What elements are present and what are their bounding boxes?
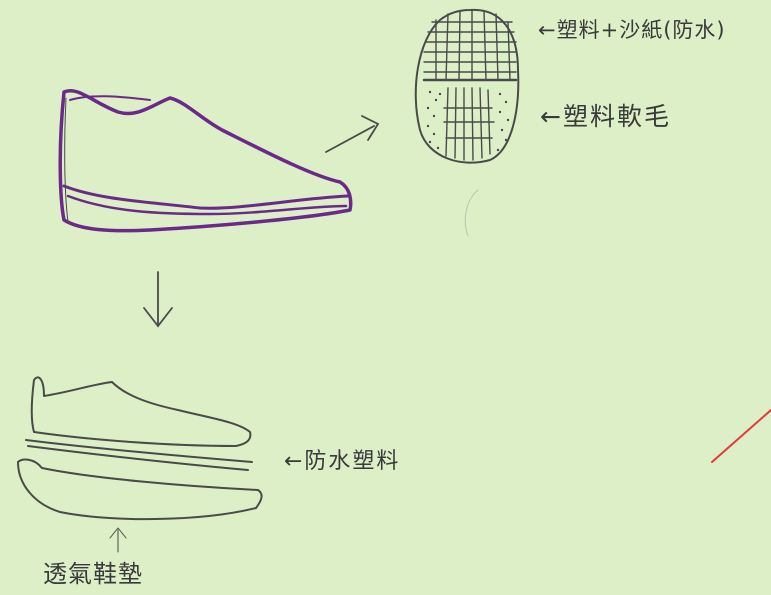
arrow-down [143, 271, 173, 328]
label-plastic-brush: ←塑料軟毛 [540, 102, 671, 131]
sole-sketch [414, 8, 520, 237]
label-waterproof-plastic: ←防水塑料 [284, 449, 401, 474]
shoe-sketch [58, 89, 353, 233]
label-plastic-sandpaper: ←塑料+沙紙(防水) [538, 18, 726, 42]
layers-sketch [17, 376, 263, 553]
arrow-to-sole [325, 115, 380, 153]
label-breathable-insole: 透氣鞋墊 [43, 560, 143, 588]
red-pen-mark [711, 409, 771, 463]
